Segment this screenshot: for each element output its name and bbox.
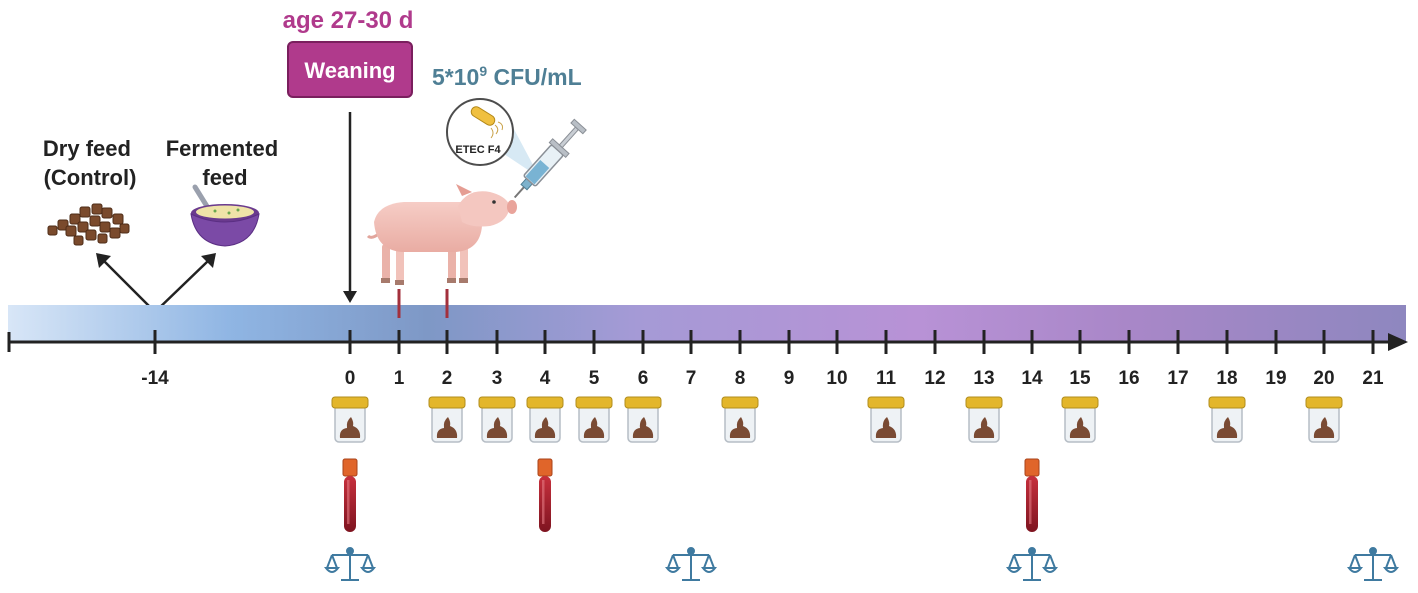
dose-prefix: 5*10 [432, 64, 479, 90]
dry-feed-line2: (Control) [44, 165, 137, 190]
feces-sample-icon [428, 396, 466, 443]
bacterium-icon [470, 106, 503, 139]
day-label: 8 [735, 368, 746, 389]
blood-sampling-row [342, 458, 1040, 532]
weighing-scale-icon [1005, 547, 1059, 581]
fermented-feed-bowl-icon [190, 184, 260, 247]
weaning-box: Weaning [287, 41, 413, 98]
day-label: 1 [394, 368, 405, 389]
feces-sample-icon [478, 396, 516, 443]
syringe-icon [513, 118, 587, 199]
day-label: 20 [1313, 368, 1334, 389]
feces-sample-icon [721, 396, 759, 443]
etec-bubble: ETEC F4 [446, 98, 540, 178]
dose-suffix: CFU/mL [487, 64, 582, 90]
day-label: 17 [1167, 368, 1188, 389]
feces-sampling-row [331, 396, 1343, 443]
day-label: 5 [589, 368, 600, 389]
timeline-arrowhead [1388, 333, 1408, 351]
piglet-icon [366, 184, 517, 285]
feces-sample-icon [526, 396, 564, 443]
day-label: 11 [876, 368, 897, 389]
day-label: 9 [784, 368, 795, 389]
dry-feed-pellets-icon [47, 203, 130, 246]
weighing-row [323, 547, 1400, 581]
feces-sample-icon [1061, 396, 1099, 443]
bacteria-label: ETEC F4 [455, 144, 501, 156]
dry-feed-label: Dry feed (Control) [43, 136, 137, 190]
fermented-feed-line2: feed [202, 165, 247, 190]
weaning-arrow [343, 112, 357, 303]
blood-sample-icon [1024, 458, 1040, 532]
timeline-band [8, 305, 1406, 342]
day-label: 13 [973, 368, 994, 389]
dry-feed-line1: Dry feed [43, 136, 131, 161]
infection-markers [397, 289, 449, 318]
day-label: 2 [442, 368, 453, 389]
day-label: 3 [492, 368, 503, 389]
fermented-feed-line1: Fermented [166, 136, 278, 161]
day-label: 6 [638, 368, 649, 389]
day-label: 7 [686, 368, 697, 389]
dose-label: 5*109 CFU/mL [432, 63, 582, 90]
day-label: 4 [540, 368, 551, 389]
feces-sample-icon [867, 396, 905, 443]
day-label: -14 [141, 368, 169, 389]
fermented-feed-label: Fermented feed [166, 136, 285, 190]
day-label: 19 [1265, 368, 1286, 389]
weighing-scale-icon [323, 547, 377, 581]
feces-sample-icon [624, 396, 662, 443]
day-label: 15 [1069, 368, 1091, 389]
feces-sample-icon [1208, 396, 1246, 443]
weighing-scale-icon [664, 547, 718, 581]
age-label: age 27-30 d [283, 7, 414, 34]
day-label: 12 [924, 368, 945, 389]
day-ticks [153, 330, 1375, 354]
dose-exponent: 9 [479, 63, 487, 79]
feces-sample-icon [331, 396, 369, 443]
day-label: 14 [1021, 368, 1043, 389]
day-label: 16 [1118, 368, 1139, 389]
blood-sample-icon [537, 458, 553, 532]
blood-sample-icon [342, 458, 358, 532]
feces-sample-icon [575, 396, 613, 443]
day-label: 10 [826, 368, 847, 389]
day-label: 21 [1362, 368, 1384, 389]
weaning-label: Weaning [304, 58, 395, 83]
feces-sample-icon [1305, 396, 1343, 443]
day-label: 0 [345, 368, 356, 389]
day-label: 18 [1216, 368, 1237, 389]
weighing-scale-icon [1346, 547, 1400, 581]
feces-sample-icon [965, 396, 1003, 443]
feed-split-arrows [96, 253, 216, 313]
